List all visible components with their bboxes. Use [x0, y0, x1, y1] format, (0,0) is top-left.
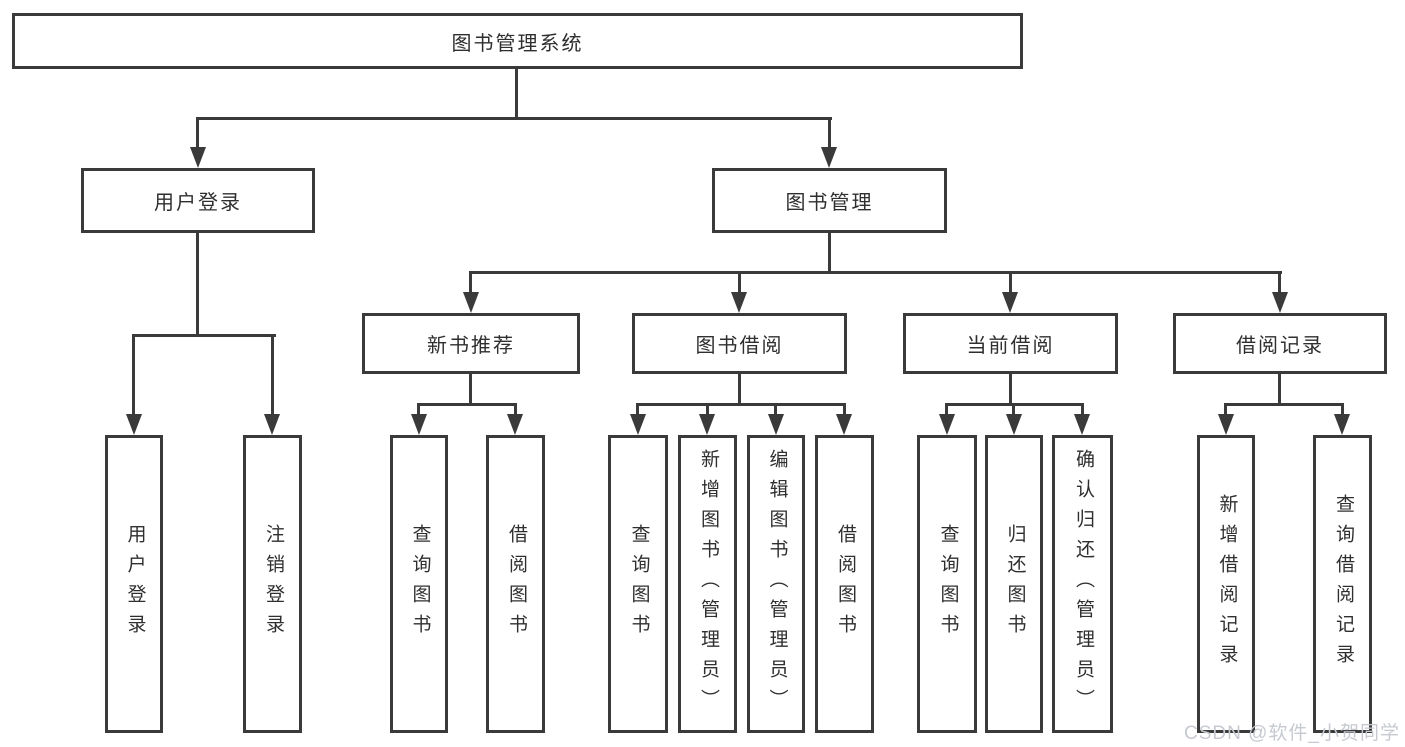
leaf-label: 查询借阅记录	[1332, 494, 1354, 674]
leaf-label: 查询图书	[937, 524, 959, 644]
leaf-query-borrow-record: 查询借阅记录	[1313, 435, 1372, 733]
node-new-book-recommend: 新书推荐	[362, 313, 580, 374]
leaf-logout: 注销登录	[243, 435, 302, 733]
node-root: 图书管理系统	[12, 13, 1023, 69]
arrow-down-icon	[126, 414, 142, 435]
arrow-down-icon	[699, 414, 715, 435]
connector-borrow-records-stem	[1278, 373, 1281, 406]
connector-drop	[1081, 403, 1084, 417]
connector-level2-bar	[196, 117, 832, 120]
connector-drop	[417, 403, 420, 417]
arrow-down-icon	[731, 292, 747, 313]
arrow-down-icon	[264, 414, 280, 435]
leaf-label: 编辑图书（管理员）	[766, 449, 788, 719]
arrow-down-icon	[939, 414, 955, 435]
connector-level3-bar	[469, 271, 1282, 274]
connector-borrow-records-bar	[1224, 403, 1344, 406]
node-new-book-recommend-label: 新书推荐	[427, 335, 515, 357]
leaf-label: 确认归还（管理员）	[1072, 449, 1094, 719]
connector-drop	[1009, 271, 1012, 297]
connector-drop	[196, 117, 199, 152]
node-book-management-label: 图书管理	[785, 192, 874, 214]
connector-root-stem	[515, 68, 518, 119]
connector-drop	[636, 403, 639, 417]
arrow-down-icon	[463, 292, 479, 313]
leaf-add-borrow-record: 新增借阅记录	[1197, 435, 1255, 733]
leaf-label: 查询图书	[628, 524, 650, 644]
connector-new-book-bar	[417, 403, 517, 406]
connector-drop	[132, 334, 135, 418]
connector-book-borrow-bar	[636, 403, 846, 406]
leaf-label: 借阅图书	[505, 524, 527, 644]
leaf-label: 查询图书	[409, 524, 431, 644]
leaf-query-books-recommend: 查询图书	[390, 435, 448, 733]
connector-drop	[1341, 403, 1344, 417]
node-current-borrow: 当前借阅	[903, 313, 1118, 374]
connector-new-book-stem	[469, 373, 472, 406]
leaf-borrow-books: 借阅图书	[815, 435, 874, 733]
leaf-add-books-admin: 新增图书（管理员）	[678, 435, 737, 733]
node-book-borrow-label: 图书借阅	[695, 335, 784, 357]
arrow-down-icon	[190, 147, 206, 168]
arrow-down-icon	[1218, 414, 1234, 435]
connector-book-management-stem	[828, 232, 831, 274]
leaf-borrow-books-recommend: 借阅图书	[486, 435, 545, 733]
connector-drop	[1224, 403, 1227, 417]
arrow-down-icon	[821, 147, 837, 168]
leaf-user-login: 用户登录	[105, 435, 163, 733]
connector-drop	[738, 271, 741, 297]
connector-drop	[945, 403, 948, 417]
node-book-borrow: 图书借阅	[632, 313, 847, 374]
connector-drop	[828, 117, 831, 152]
connector-drop	[514, 403, 517, 417]
node-current-borrow-label: 当前借阅	[966, 335, 1055, 357]
arrow-down-icon	[1272, 292, 1288, 313]
node-borrow-records: 借阅记录	[1173, 313, 1387, 374]
leaf-edit-books-admin: 编辑图书（管理员）	[747, 435, 805, 733]
leaf-query-books-borrow: 查询图书	[608, 435, 668, 733]
leaf-confirm-return-admin: 确认归还（管理员）	[1052, 435, 1113, 733]
arrow-down-icon	[1074, 414, 1090, 435]
leaf-return-books: 归还图书	[985, 435, 1043, 733]
arrow-down-icon	[411, 414, 427, 435]
connector-drop	[706, 403, 709, 417]
arrow-down-icon	[1006, 414, 1022, 435]
leaf-label: 借阅图书	[834, 524, 856, 644]
arrow-down-icon	[768, 414, 784, 435]
arrow-down-icon	[836, 414, 852, 435]
arrow-down-icon	[507, 414, 523, 435]
connector-drop	[271, 334, 274, 418]
node-root-label: 图书管理系统	[451, 32, 584, 55]
node-user-login: 用户登录	[81, 168, 315, 233]
leaf-label: 新增图书（管理员）	[697, 449, 719, 719]
leaf-label: 新增借阅记录	[1216, 494, 1238, 674]
arrow-down-icon	[1002, 292, 1018, 313]
leaf-label: 用户登录	[124, 524, 146, 644]
node-borrow-records-label: 借阅记录	[1236, 335, 1324, 357]
csdn-watermark: CSDN @软件_小贺同学	[1184, 723, 1400, 744]
connector-user-login-stem	[196, 232, 199, 336]
connector-drop	[1012, 403, 1015, 417]
leaf-query-books-current: 查询图书	[917, 435, 977, 733]
connector-current-borrow-stem	[1009, 373, 1012, 406]
connector-drop	[774, 403, 777, 417]
leaf-label: 归还图书	[1004, 524, 1026, 644]
connector-drop	[469, 271, 472, 297]
connector-drop	[1278, 271, 1281, 297]
connector-drop	[843, 403, 846, 417]
leaf-label: 注销登录	[262, 524, 284, 644]
arrow-down-icon	[1334, 414, 1350, 435]
node-book-management: 图书管理	[712, 168, 947, 233]
connector-user-login-bar	[132, 334, 276, 337]
node-user-login-label: 用户登录	[154, 192, 242, 214]
connector-book-borrow-stem	[738, 373, 741, 406]
arrow-down-icon	[630, 414, 646, 435]
